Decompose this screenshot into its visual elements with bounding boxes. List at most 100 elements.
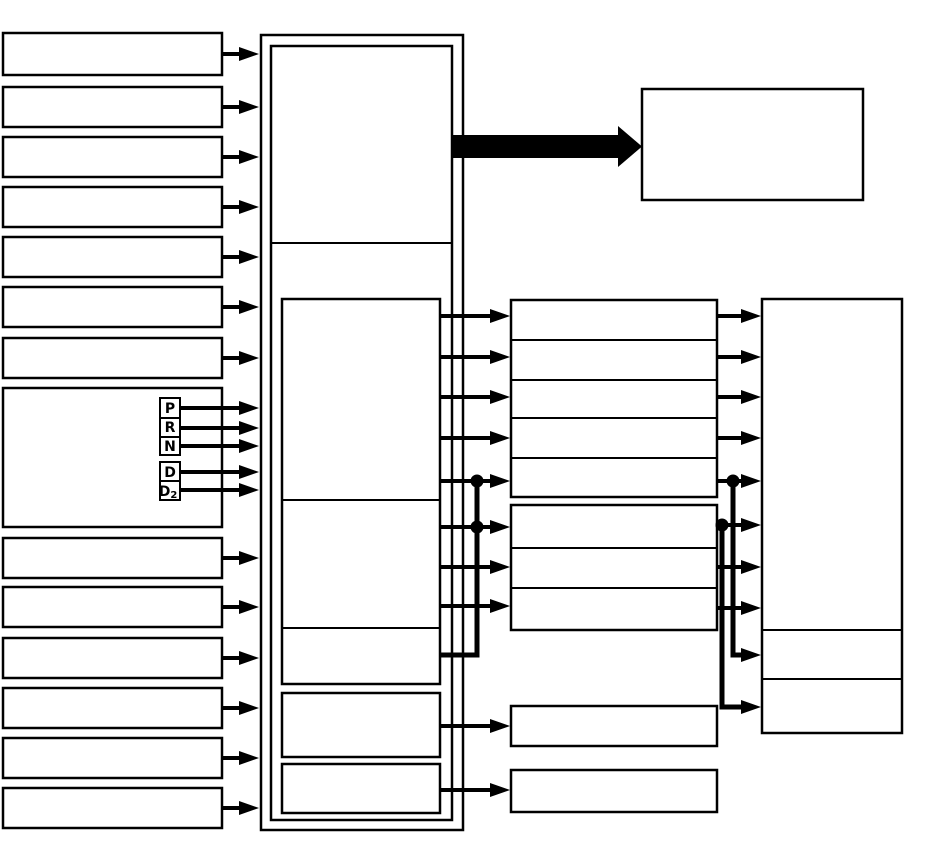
input-box-10 [1,585,224,629]
arrow-head [239,701,259,715]
arrow-lower-unit-1 [440,719,510,733]
arrow-lower-unit-2 [440,783,510,797]
arrow-head [741,601,761,615]
arrow-head [490,390,510,404]
arrow-head [741,560,761,574]
arrow-head [490,474,510,488]
mid-stack-bottom-box [509,503,719,632]
input-box-1 [1,31,224,77]
arrow-gear-p [180,401,259,415]
gear-position-d-label: D [164,465,176,481]
arrow-head [490,431,510,445]
arrow-head [490,719,510,733]
arrow-head [239,47,259,61]
arrow-head [239,421,259,435]
arrow-input-12 [222,701,259,715]
arrow-input-6 [222,300,259,314]
thick-arrow-shaft [452,135,620,158]
arrow-head [239,483,259,497]
gear-position-p-label: P [165,401,175,417]
arrow-head [239,801,259,815]
arrow-head [239,150,259,164]
arrow-head [239,465,259,479]
input-box-4 [1,185,224,229]
arrow-gear-n [180,439,259,453]
mid-stack-top-box [509,298,719,499]
input-box-5 [1,235,224,279]
arrow-main-out-4 [440,431,510,445]
junction-dot-3 [726,474,740,488]
arrow-head [239,600,259,614]
arrow-head [239,651,259,665]
arrow-gear-r [180,421,259,435]
arrow-input-11 [222,651,259,665]
arrow-head [239,250,259,264]
arrow-input-4 [222,200,259,214]
input-box-2 [1,85,224,129]
arrow-head [741,518,761,532]
gear-d2-base: D [159,484,171,500]
arrow-head [741,350,761,364]
junction-wire-left [440,481,480,658]
input-box-9 [1,536,224,580]
right-tall-box [760,297,904,735]
arrow-head [490,560,510,574]
mid-lower-box-2 [509,768,719,814]
gear-position-d2-label: D2 [159,484,178,501]
input-box-3 [1,135,224,179]
arrow-final-3 [717,390,761,404]
arrow-final-1 [717,309,761,323]
arrow-main-out-1 [440,309,510,323]
arrow-input-2 [222,100,259,114]
main-output-thick-arrow [452,126,642,167]
gear-position-n-label: N [164,439,176,455]
arrow-main-out-3 [440,390,510,404]
arrow-input-3 [222,150,259,164]
arrow-head [490,520,510,534]
arrow-head [741,474,761,488]
gear-selector-box [1,386,224,529]
junction-dot-4 [715,518,729,532]
junction-dot-2 [470,520,484,534]
junction-wire-right-1 [730,481,743,658]
arrow-head [239,300,259,314]
main-unit-inner-frame [269,44,454,822]
arrow-main-out-2 [440,350,510,364]
arrow-head [239,401,259,415]
thick-arrow-head [618,126,642,167]
input-box-14 [1,786,224,830]
arrow-final-4 [717,431,761,445]
gear-position-r-label: R [165,420,176,436]
arrow-head [239,351,259,365]
top-right-output-box [640,87,865,202]
arrow-input-5 [222,250,259,264]
arrow-head [239,100,259,114]
arrow-input-7 [222,351,259,365]
arrow-gear-d2 [180,483,259,497]
arrow-head [490,350,510,364]
main-lower-unit-box-1 [280,691,442,759]
mid-lower-box-1 [509,704,719,748]
arrow-input-14 [222,801,259,815]
arrow-final-2 [717,350,761,364]
junction-wire-right-2 [719,525,743,710]
arrow-input-13 [222,751,259,765]
input-box-6 [1,285,224,329]
arrow-final-10-head [741,700,761,714]
arrow-head [490,599,510,613]
main-lower-unit-box-2 [280,762,442,815]
arrow-input-1 [222,47,259,61]
arrow-main-out-7 [440,560,510,574]
junction-dot-1 [470,474,484,488]
input-box-13 [1,736,224,780]
arrow-head [239,751,259,765]
arrow-head [490,783,510,797]
arrow-input-9 [222,551,259,565]
arrow-head [239,200,259,214]
arrow-head [490,309,510,323]
arrow-head [741,390,761,404]
arrow-main-out-8 [440,599,510,613]
main-unit-outer-frame [259,33,465,832]
